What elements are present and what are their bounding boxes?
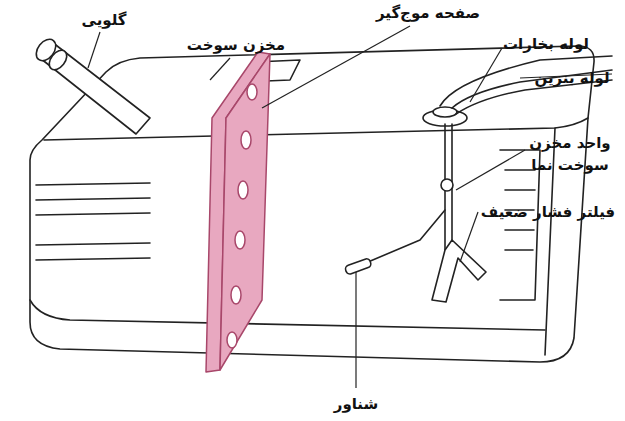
filler-neck [40, 42, 150, 134]
tank-bottom-seam [30, 300, 545, 330]
fuel-pipes [440, 56, 612, 114]
float-arm [368, 210, 445, 262]
part-label: لوله بنزین [534, 67, 609, 89]
part-label: واحد مخزن سوخت نما [524, 132, 616, 176]
part-label: مخزن سوخت [187, 34, 285, 56]
part-label: لوله بخارات [503, 33, 589, 55]
part-label: شناور [334, 393, 378, 415]
part-label: گلویی [81, 9, 126, 31]
part-label: صفحه موج‌گیر [376, 2, 480, 24]
filter [432, 240, 486, 302]
tank-ribs [36, 183, 150, 260]
part-label: فیلتر فشار ضعیف [481, 201, 615, 223]
float [344, 258, 372, 275]
baffle-plate [206, 52, 270, 372]
